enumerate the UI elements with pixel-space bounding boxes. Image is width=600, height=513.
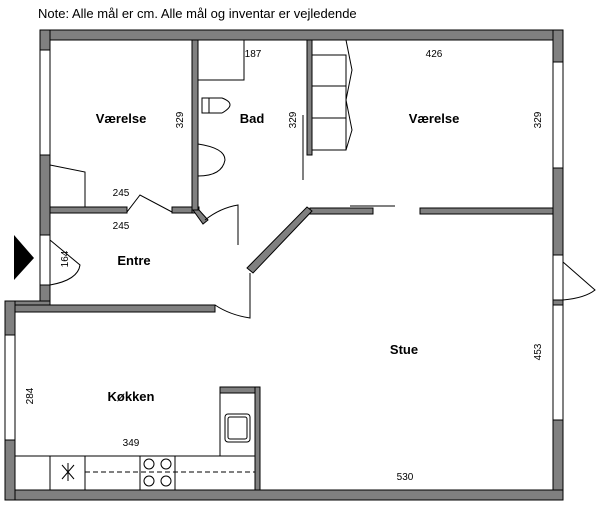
walls xyxy=(4,29,564,501)
balcony-door xyxy=(562,261,596,301)
fan-icon xyxy=(61,463,75,481)
dim-vaerelse-left-width: 245 xyxy=(113,188,130,199)
dim-vaerelse-right-width: 426 xyxy=(426,49,443,60)
windows xyxy=(4,49,564,441)
dim-bad-height: 329 xyxy=(288,111,299,128)
dim-entre-width: 245 xyxy=(113,221,130,232)
kitchen-sink-icon xyxy=(224,413,251,443)
furniture xyxy=(14,39,353,491)
kitchen-counter xyxy=(14,455,256,491)
room-label-entre: Entre xyxy=(117,253,150,268)
toilet-icon xyxy=(201,97,231,114)
room-label-stue: Stue xyxy=(390,342,418,357)
door-left-room xyxy=(126,194,173,213)
window-left-room xyxy=(39,49,51,156)
bathroom-sink-icon xyxy=(197,143,226,177)
room-label-vaerelse-left: Værelse xyxy=(96,111,147,126)
room-label-vaerelse-right: Værelse xyxy=(409,111,460,126)
doors xyxy=(39,115,596,319)
dim-stue-width: 530 xyxy=(397,472,414,483)
door-entre-stue xyxy=(214,273,251,319)
dim-kokken-width: 349 xyxy=(123,438,140,449)
plan-note: Note: Alle mål er cm. Alle mål og invent… xyxy=(38,6,357,21)
window-stue xyxy=(552,304,564,421)
window-right-room xyxy=(552,61,564,169)
window-kitchen xyxy=(4,334,16,441)
entrance-door xyxy=(49,235,81,286)
room-label-kokken: Køkken xyxy=(108,389,155,404)
dim-kokken-height: 284 xyxy=(25,387,36,404)
dim-entre-height: 164 xyxy=(60,250,71,267)
entrance-arrow-icon xyxy=(14,235,34,280)
door-bad xyxy=(204,204,239,245)
stove-icon xyxy=(143,458,172,487)
room-label-bad: Bad xyxy=(240,111,265,126)
wardrobe xyxy=(49,164,86,207)
dim-stue-height: 453 xyxy=(533,343,544,360)
dim-vaerelse-right-height: 329 xyxy=(533,111,544,128)
dim-bad-width: 187 xyxy=(245,49,262,60)
shower xyxy=(198,40,245,81)
wardrobe-right xyxy=(312,39,353,151)
dim-vaerelse-left-height: 329 xyxy=(175,111,186,128)
